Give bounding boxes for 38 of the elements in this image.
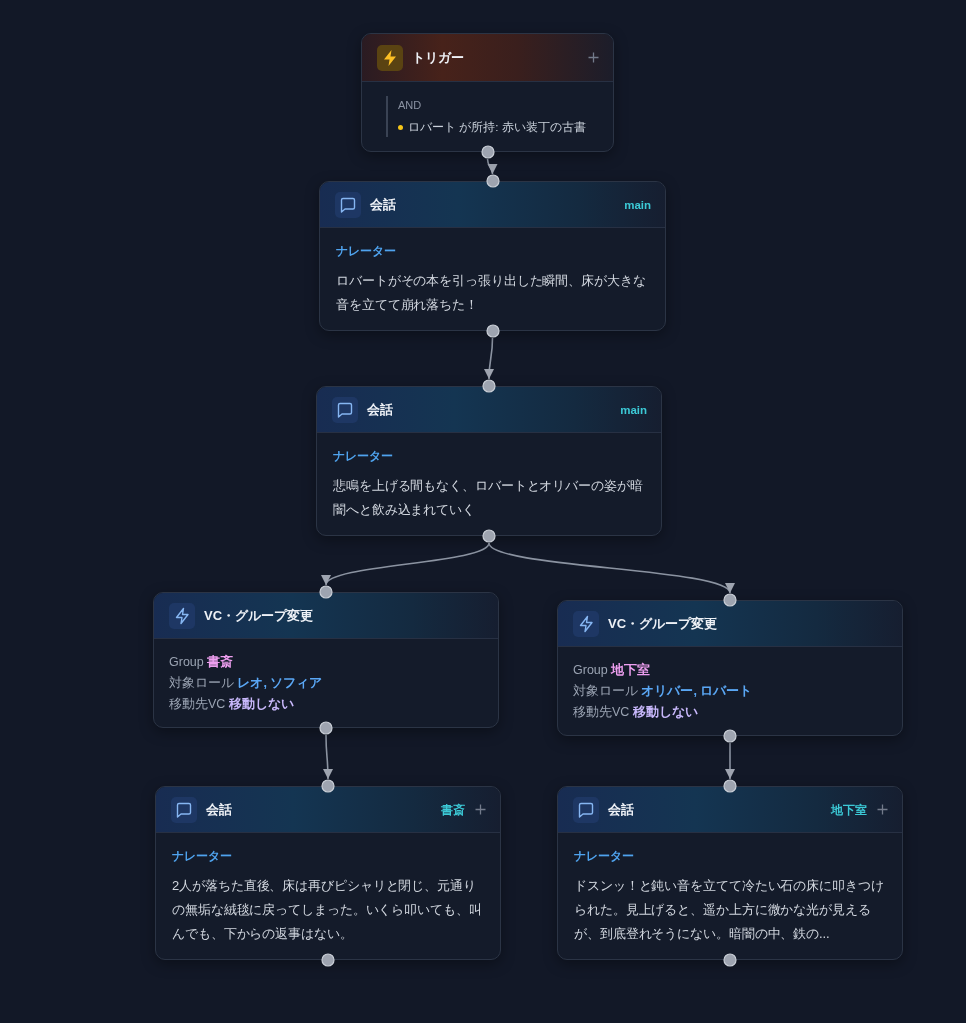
speaker-name: ナレーター [574,849,634,863]
target-role-text: 対象ロール オリバー, ロバート [573,683,753,700]
dialogue-text: 悲鳴を上げる間もなく、ロバートとオリバーの姿が暗闇へと飲み込まれていく [333,477,644,519]
speaker-name: ナレーター [333,449,393,463]
trigger-card [361,33,614,152]
connector-arrow [484,337,495,380]
logic-operator-text: AND [398,98,422,113]
destination-vc-text: 移動先VC 移動しない [573,704,698,721]
connector-arrow [486,158,497,175]
vc-change-card [557,600,903,736]
destination-vc-text: 移動先VC 移動しない [169,696,294,713]
card-title: トリガー [412,49,464,66]
dialogue-text: 2人が落ちた直後、床は再びピシャリと閉じ、元通りの無垢な絨毯に戻ってしまった。いくら叩いても、叫んでも、下からの返事はない。 [172,877,483,943]
card-title: VC・グループ変更 [204,607,314,624]
channel-label: main [620,402,647,417]
target-role-text: 対象ロール レオ, ソフィア [169,675,323,692]
channel-label: 地下室 [831,802,867,817]
condition-text: ロバート が所持: 赤い装丁の古書 [408,120,586,135]
dialogue-card [316,386,662,536]
channel-label: main [624,197,651,212]
channel-label: 書斎 [441,802,465,817]
connector-arrow [322,734,333,780]
dialogue-card [155,786,501,960]
card-title: 会話 [608,801,634,818]
group-setting-text: Group 書斎 [169,653,234,671]
speaker-name: ナレーター [172,849,232,863]
dialogue-text: ドスンッ！と鈍い音を立てて冷たい石の床に叩きつけられた。見上げると、遥か上方に微かな光が見えるが、到底登れそうにない。暗闇の中、鉄の... [574,877,885,943]
speaker-name: ナレーター [336,244,396,258]
dialogue-card [557,786,903,960]
card-title: 会話 [206,801,232,818]
dialogue-card [319,181,666,331]
vc-change-card [153,592,499,728]
connector-arrow [725,742,735,780]
card-title: 会話 [367,401,393,418]
group-setting-text: Group 地下室 [573,661,651,679]
dialogue-text: ロバートがその本を引っ張り出した瞬間、床が大きな音を立てて崩れ落ちた！ [336,272,647,314]
card-title: 会話 [370,196,396,213]
card-title: VC・グループ変更 [608,615,718,632]
